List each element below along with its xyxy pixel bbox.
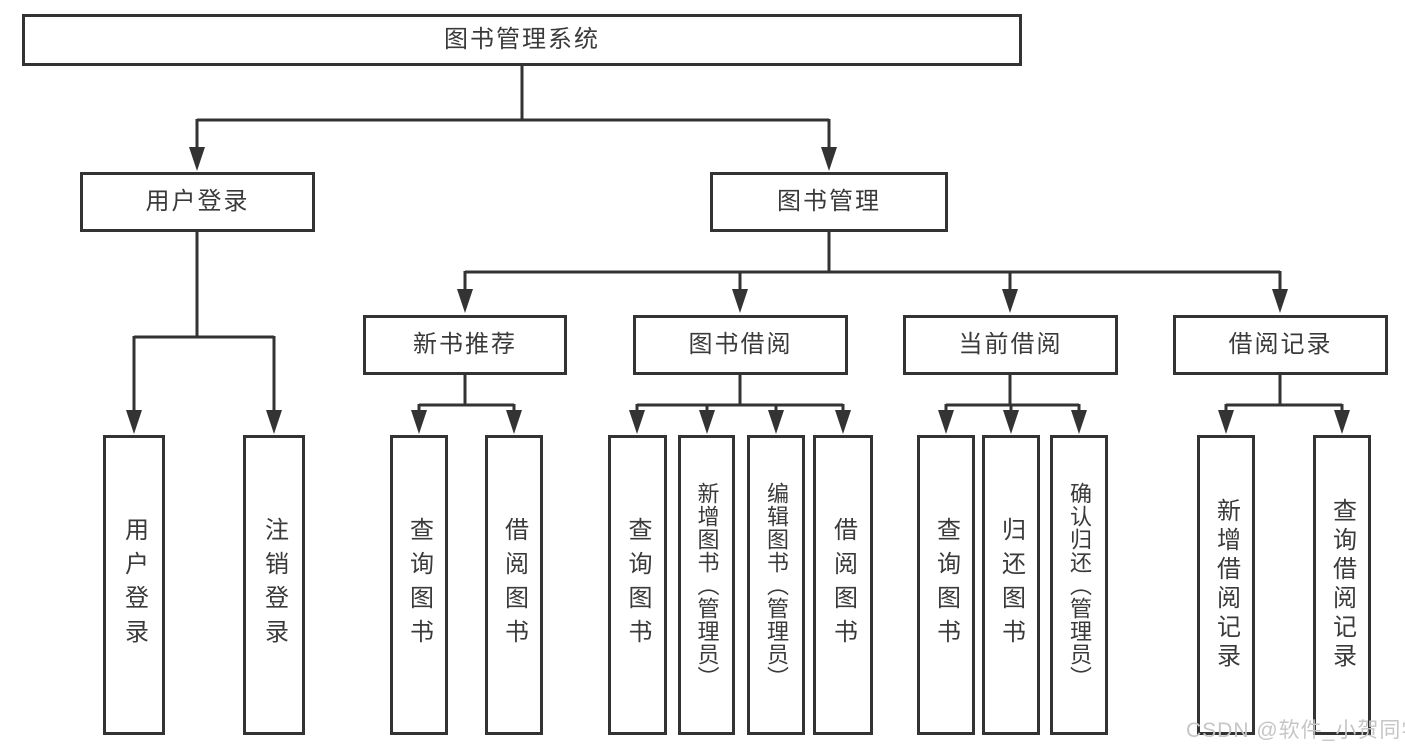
leaf-add-borrow-record: 新增借阅记录 bbox=[1197, 435, 1255, 735]
leaf-query-books-borrowing: 查询图书 bbox=[608, 435, 667, 735]
node-new-book-recommend: 新书推荐 bbox=[363, 315, 567, 375]
leaf-borrow-books-newbook: 借阅图书 bbox=[485, 435, 543, 735]
leaf-add-books-admin: 新增图书（管理员） bbox=[678, 435, 735, 735]
node-current-borrowing: 当前借阅 bbox=[903, 315, 1118, 375]
leaf-user-login: 用户登录 bbox=[103, 435, 165, 735]
leaf-logout: 注销登录 bbox=[243, 435, 305, 735]
node-book-borrowing: 图书借阅 bbox=[633, 315, 848, 375]
leaf-confirm-return-admin: 确认归还（管理员） bbox=[1050, 435, 1108, 735]
leaf-query-books-current: 查询图书 bbox=[917, 435, 975, 735]
node-book-management: 图书管理 bbox=[710, 172, 948, 232]
leaf-query-borrow-record: 查询借阅记录 bbox=[1313, 435, 1371, 735]
leaf-return-books: 归还图书 bbox=[982, 435, 1040, 735]
node-user-login: 用户登录 bbox=[80, 172, 315, 232]
leaf-borrow-books-borrowing: 借阅图书 bbox=[813, 435, 873, 735]
leaf-query-books-newbook: 查询图书 bbox=[390, 435, 448, 735]
csdn-watermark: CSDN @软件_小贺同学 bbox=[1186, 719, 1405, 742]
node-library-system: 图书管理系统 bbox=[22, 14, 1022, 66]
leaf-edit-books-admin: 编辑图书（管理员） bbox=[747, 435, 805, 735]
node-borrowing-records: 借阅记录 bbox=[1173, 315, 1388, 375]
